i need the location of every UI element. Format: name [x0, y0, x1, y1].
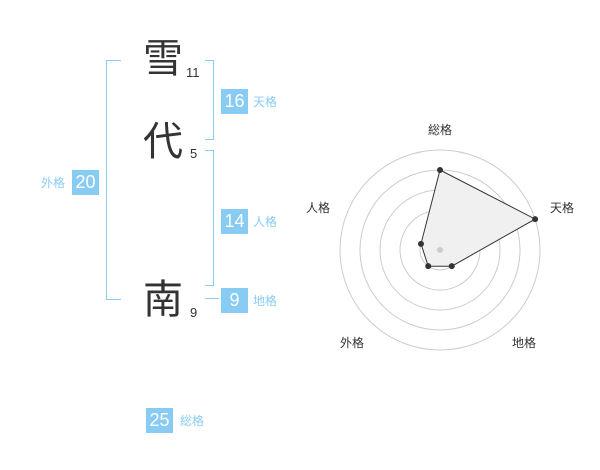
gaikaku-badge: 20 [72, 170, 99, 195]
radar-point-5 [417, 240, 424, 247]
jinkaku-bracket [205, 150, 214, 286]
tenkaku-label: 天格 [253, 95, 278, 109]
radar-data-points [417, 167, 539, 270]
chikaku-badge: 9 [221, 288, 248, 313]
radar-axis-label-chikaku: 地格 [512, 335, 536, 350]
jinkaku-label: 人格 [253, 215, 278, 229]
tenkaku-bracket [205, 60, 214, 140]
radar-axis-labels: 総格 天格 地格 外格 人格 [306, 122, 574, 350]
radar-point-2 [532, 216, 539, 223]
radar-data-area [420, 169, 537, 267]
radar-axis-label-jinkaku: 人格 [306, 200, 330, 215]
radar-center-dot [437, 247, 443, 253]
stroke-count-2: 5 [190, 146, 198, 161]
tenkaku-badge: 16 [221, 89, 248, 114]
soukaku-badge: 25 [146, 408, 173, 433]
radar-point-4 [425, 263, 432, 270]
radar-point-1 [437, 167, 443, 173]
name-char-3: 南 [143, 277, 183, 323]
gaikaku-bracket [106, 60, 121, 300]
radar-point-3 [448, 263, 455, 270]
soukaku-label: 総格 [180, 414, 205, 428]
radar-axis-label-tenkaku: 天格 [550, 200, 574, 215]
gaikaku-label: 外格 [41, 176, 66, 190]
name-char-2: 代 [143, 119, 183, 165]
name-char-1: 雪 [143, 36, 183, 82]
chikaku-bracket [205, 298, 219, 299]
radar-ring [339, 149, 541, 351]
jinkaku-badge: 14 [221, 209, 248, 234]
radar-axis-label-gaikaku: 外格 [340, 335, 364, 350]
chikaku-label: 地格 [253, 294, 278, 308]
stroke-count-1: 11 [186, 65, 200, 80]
radar-axis-label-soukaku: 総格 [428, 122, 452, 137]
stroke-count-3: 9 [190, 305, 198, 320]
